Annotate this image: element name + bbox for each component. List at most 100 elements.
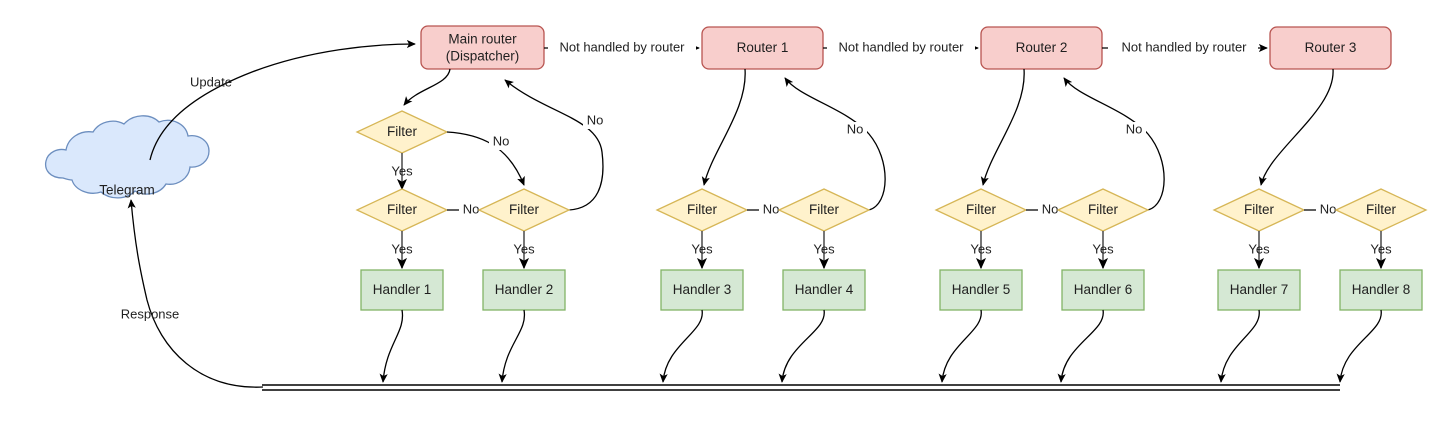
edge-label-no-back-main: No <box>587 112 604 127</box>
router-1-label: Router 1 <box>737 40 789 55</box>
edge-label-no-back-r1: No <box>847 121 864 136</box>
filter-node-1[interactable]: Filter <box>355 188 449 232</box>
edge-label-no-mid-main: No <box>463 201 480 216</box>
filter-6-label: Filter <box>1088 202 1119 217</box>
edge-label-response: Response <box>121 306 180 321</box>
filter-5-label: Filter <box>966 202 997 217</box>
filter-1-label: Filter <box>387 202 418 217</box>
no-label-bg-c <box>459 202 483 218</box>
filter-node-4[interactable]: Filter <box>777 188 871 232</box>
handler-node-6[interactable]: Handler 6 <box>1061 269 1145 311</box>
cloud-icon <box>44 115 210 199</box>
edge-filter2-no-to-main <box>504 79 604 211</box>
filter-node-6[interactable]: Filter <box>1056 188 1150 232</box>
edge-h4-to-bus <box>778 309 825 383</box>
edge-r3-to-filter7 <box>1258 68 1334 186</box>
filter-8-label: Filter <box>1366 202 1397 217</box>
no-label-bg-h <box>1316 202 1340 218</box>
handler-1-label: Handler 1 <box>373 282 432 297</box>
router-node-3[interactable]: Router 3 <box>1269 26 1392 70</box>
edge-filter4-no-to-r1 <box>784 77 886 211</box>
no-label-bg-b <box>583 113 607 129</box>
handler-6-label: Handler 6 <box>1074 282 1133 297</box>
handler-5-label: Handler 5 <box>952 282 1011 297</box>
edge-label-bg-2 <box>827 40 975 57</box>
filter-node-8[interactable]: Filter <box>1334 188 1428 232</box>
handler-node-2[interactable]: Handler 2 <box>482 269 566 311</box>
filter-top-label: Filter <box>387 124 418 139</box>
edge-label-not-handled-1: Not handled by router <box>559 39 685 54</box>
filter-3-label: Filter <box>687 202 718 217</box>
filter-4-label: Filter <box>809 202 840 217</box>
edge-h8-to-bus <box>1336 309 1382 383</box>
handler-4-box <box>782 269 866 311</box>
handler-2-label: Handler 2 <box>495 282 554 297</box>
edge-h2-to-bus <box>498 309 526 383</box>
router-node-main[interactable]: Main router (Dispatcher) <box>420 25 545 70</box>
filter-7-label: Filter <box>1244 202 1275 217</box>
edge-label-not-handled-3: Not handled by router <box>1121 39 1247 54</box>
edge-label-no-top: No <box>493 133 510 148</box>
no-label-bg-f <box>1122 122 1146 138</box>
edge-label-yes-1: Yes <box>391 241 413 256</box>
edge-label-no-mid-r2: No <box>1042 201 1059 216</box>
edge-h3-to-bus <box>659 309 703 383</box>
telegram-cloud-node[interactable]: Telegram <box>44 115 210 199</box>
handler-node-5[interactable]: Handler 5 <box>939 269 1023 311</box>
edge-label-no-mid-r3: No <box>1320 201 1337 216</box>
edge-label-yes-top: Yes <box>391 163 413 178</box>
no-label-bg-g <box>1038 202 1062 218</box>
edge-label-yes-2: Yes <box>513 241 535 256</box>
handler-node-7[interactable]: Handler 7 <box>1217 269 1301 311</box>
edge-label-yes-5: Yes <box>970 241 992 256</box>
handler-2-box <box>482 269 566 311</box>
handler-7-box <box>1217 269 1301 311</box>
edge-r2-to-filter5 <box>980 68 1025 186</box>
handler-4-label: Handler 4 <box>795 282 854 297</box>
handler-node-1[interactable]: Handler 1 <box>360 269 444 311</box>
edge-h5-to-bus <box>938 309 982 383</box>
edge-main-to-filter-top <box>403 68 451 106</box>
handler-node-8[interactable]: Handler 8 <box>1339 269 1423 311</box>
edge-label-not-handled-2: Not handled by router <box>838 39 964 54</box>
filter-node-2[interactable]: Filter <box>477 188 571 232</box>
edge-update <box>149 39 416 161</box>
filter-node-3[interactable]: Filter <box>655 188 749 232</box>
filter-node-top[interactable]: Filter <box>355 110 449 154</box>
edge-label-yes-3: Yes <box>691 241 713 256</box>
edge-label-update: Update <box>190 74 232 89</box>
handler-6-box <box>1061 269 1145 311</box>
edge-label-yes-6: Yes <box>1092 241 1114 256</box>
router-node-1[interactable]: Router 1 <box>701 26 824 70</box>
filter-node-5[interactable]: Filter <box>934 188 1028 232</box>
filter-2-label: Filter <box>509 202 540 217</box>
edge-label-no-back-r2: No <box>1126 121 1143 136</box>
no-label-bg-d <box>843 122 867 138</box>
main-router-label-line2: (Dispatcher) <box>446 49 520 64</box>
edge-filter6-no-to-r2 <box>1063 77 1165 211</box>
edge-response <box>127 199 264 388</box>
edge-label-no-mid-r1: No <box>763 201 780 216</box>
edge-label-yes-8: Yes <box>1370 241 1392 256</box>
handler-node-3[interactable]: Handler 3 <box>660 269 744 311</box>
filter-node-7[interactable]: Filter <box>1212 188 1306 232</box>
edge-h7-to-bus <box>1217 309 1260 383</box>
handler-3-label: Handler 3 <box>673 282 732 297</box>
router-2-label: Router 2 <box>1016 40 1068 55</box>
edge-h6-to-bus <box>1057 309 1104 383</box>
router-3-label: Router 3 <box>1305 40 1357 55</box>
no-label-bg-a <box>489 134 513 150</box>
handler-5-box <box>939 269 1023 311</box>
edge-label-yes-7: Yes <box>1248 241 1270 256</box>
handler-1-box <box>360 269 444 311</box>
edge-h1-to-bus <box>379 309 404 383</box>
edge-label-bg-1 <box>548 40 696 57</box>
edge-label-bg-3 <box>1108 40 1258 57</box>
router-node-2[interactable]: Router 2 <box>980 26 1103 70</box>
edge-label-yes-4: Yes <box>813 241 835 256</box>
edge-r1-to-filter3 <box>701 68 746 186</box>
handler-node-4[interactable]: Handler 4 <box>782 269 866 311</box>
handler-8-label: Handler 8 <box>1352 282 1411 297</box>
